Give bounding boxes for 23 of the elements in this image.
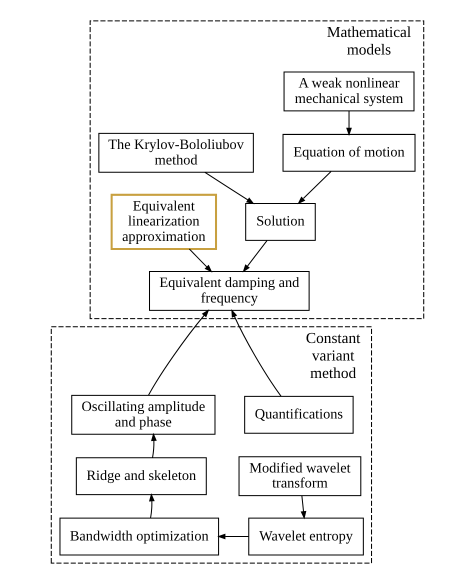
node-box: Equation of motion (282, 134, 416, 172)
arrow (346, 110, 352, 136)
node-box: Quantifications (244, 396, 354, 434)
node-box: Oscillating amplitude and phase (70, 394, 215, 435)
node-box: Equivalent damping and frequency (148, 271, 310, 311)
arrow (188, 248, 212, 273)
node-box: Solution (244, 202, 316, 241)
node-box: Wavelet entropy (248, 518, 364, 556)
arrow (242, 240, 267, 273)
arrow (216, 534, 248, 540)
node-box: Equivalent linearization approximation (110, 194, 217, 250)
arrow (148, 309, 209, 396)
arrow (148, 493, 154, 518)
arrow (150, 432, 156, 458)
node-box: Modified wavelet transform (238, 456, 361, 496)
node-box: A weak nonlinear mechanical system (283, 72, 414, 112)
arrow (297, 171, 331, 204)
arrow (300, 496, 306, 520)
arrow (230, 309, 282, 397)
arrow (204, 172, 254, 204)
node-box: The Krylov-Bololiubov method (98, 132, 254, 173)
node-box: Ridge and skeleton (75, 457, 206, 496)
node-box: Bandwidth optimization (58, 518, 219, 556)
